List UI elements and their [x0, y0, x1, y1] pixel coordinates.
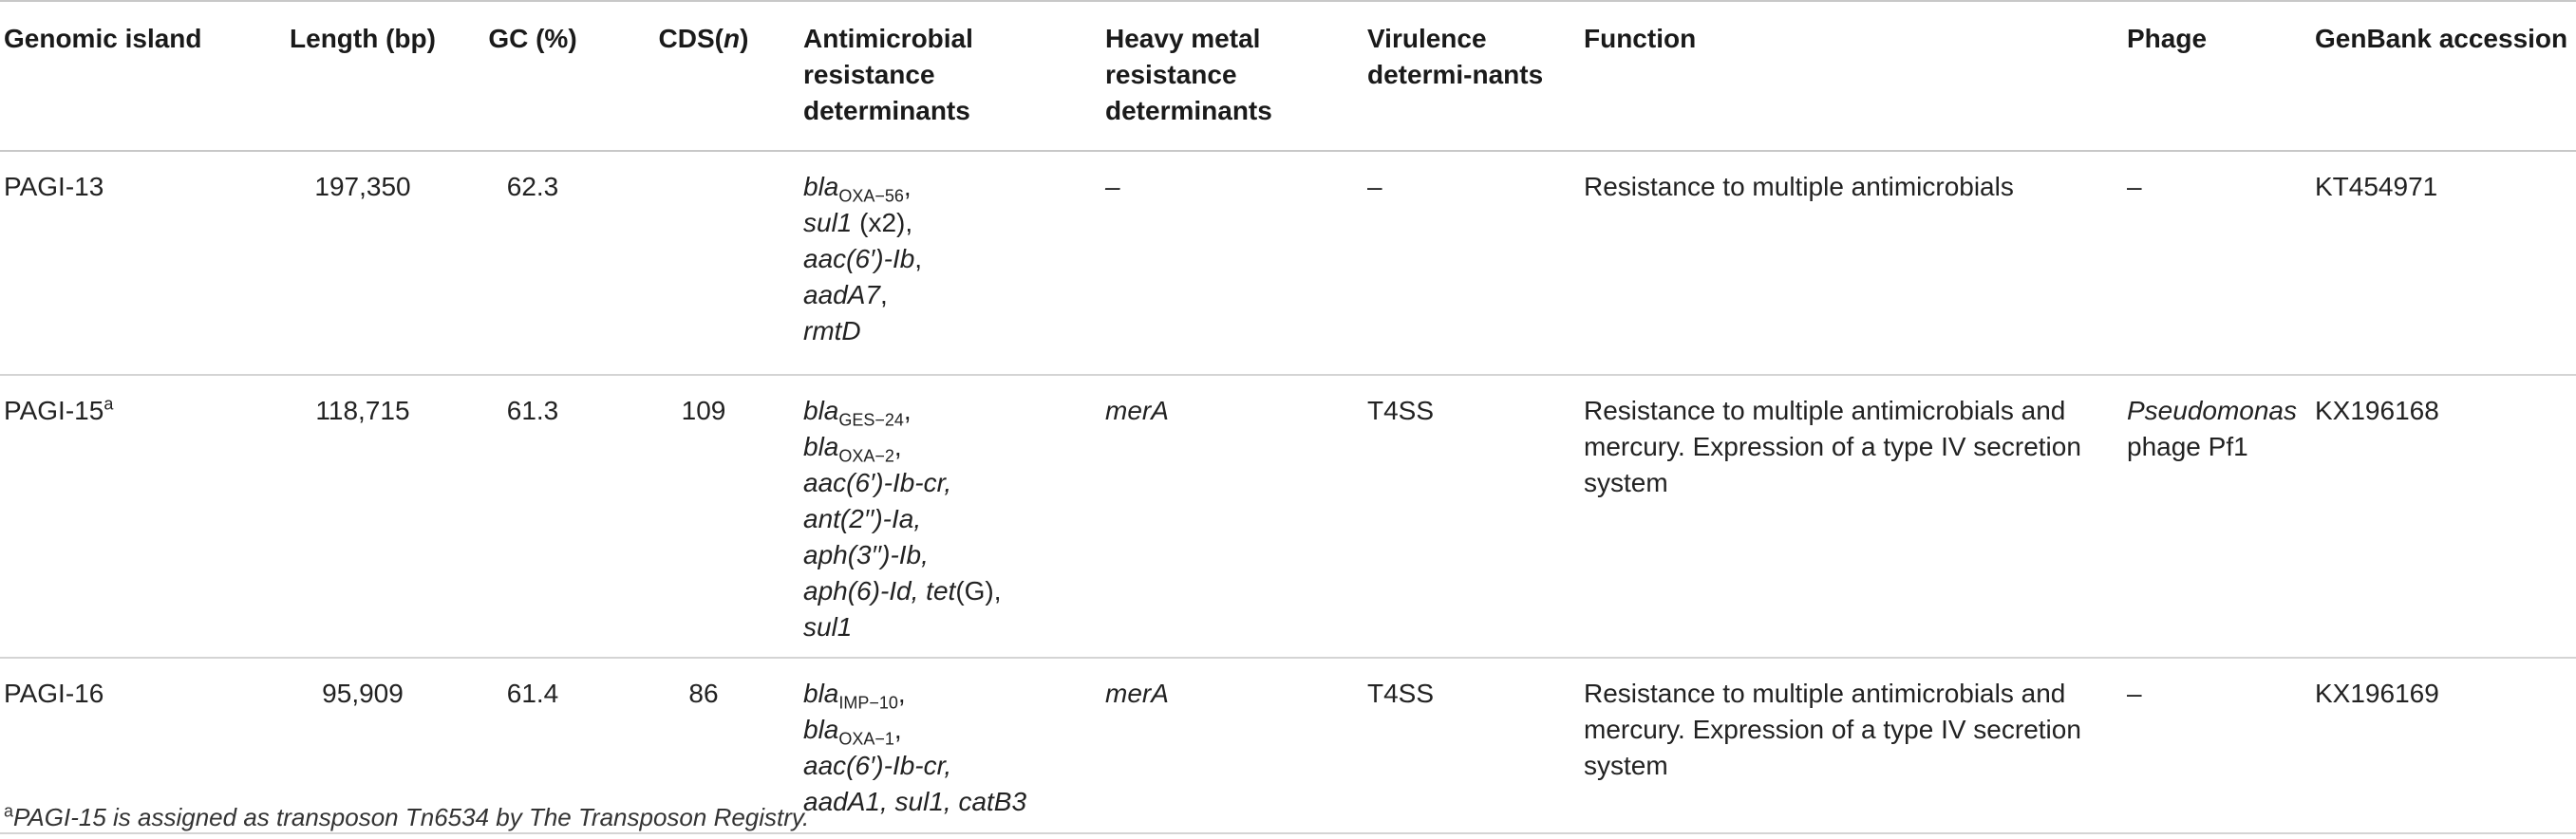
cell-genbank: KX196168: [2315, 396, 2439, 425]
cell-cds: 109: [681, 396, 726, 425]
header-heavy-metal-resistance: Heavy metal resistance determinants: [1105, 24, 1272, 125]
amr-gene-name: bla: [803, 679, 839, 708]
cell-cds: 86: [688, 679, 719, 708]
amr-gene-note: (G),: [955, 576, 1002, 606]
amr-gene-variant: OXA−56: [838, 186, 904, 206]
header-length: Length (bp): [290, 24, 436, 53]
amr-gene-name: aph(6)-Id, tet: [803, 576, 956, 606]
amr-gene-name: sul1: [803, 612, 853, 642]
cell-gc: 62.3: [506, 172, 559, 201]
amr-gene-name: bla: [803, 432, 839, 461]
amr-gene-name: bla: [803, 715, 839, 744]
amr-gene-name: bla: [803, 396, 839, 425]
cell-length: 197,350: [314, 172, 411, 201]
header-gc: GC (%): [488, 24, 577, 53]
amr-gene-note: (x2),: [852, 208, 913, 237]
cell-gc: 61.4: [506, 679, 559, 708]
cell-length: 95,909: [322, 679, 404, 708]
cell-amr: blaIMP−10,blaOXA−1,aac(6′)-Ib-cr,aadA1, …: [803, 658, 1105, 833]
amr-gene-line: aph(6)-Id, tet(G),: [803, 573, 1105, 609]
cell-genbank: KT454971: [2315, 172, 2438, 201]
header-virulence: Virulence determi-nants: [1367, 24, 1544, 89]
cell-amr: blaGES−24,blaOXA−2,aac(6′)-Ib-cr,ant(2′′…: [803, 375, 1105, 658]
amr-gene-separator: ,: [879, 280, 888, 309]
header-genbank: GenBank accession: [2315, 24, 2568, 53]
cell-heavy-metal: –: [1105, 172, 1120, 201]
cell-virulence: T4SS: [1367, 679, 1435, 708]
amr-gene-variant: OXA−2: [838, 446, 894, 466]
amr-gene-name: rmtD: [803, 316, 861, 345]
footnote-text: PAGI-15 is assigned as transposon Tn6534…: [13, 803, 810, 831]
table-body: PAGI-13 197,350 62.3 blaOXA−56,sul1 (x2)…: [0, 151, 2576, 833]
header-genomic-island: Genomic island: [4, 24, 202, 53]
cell-heavy-metal: merA: [1105, 396, 1169, 425]
cell-virulence: –: [1367, 172, 1382, 201]
amr-gene-line: aac(6′)-Ib-cr,: [803, 465, 1105, 501]
table-row: PAGI-16 95,909 61.4 86 blaIMP−10,blaOXA−…: [0, 658, 2576, 833]
amr-gene-line: aac(6′)-Ib-cr,: [803, 748, 1105, 784]
amr-gene-line: blaIMP−10,: [803, 676, 1105, 712]
amr-gene-line: aac(6′)-Ib,: [803, 241, 1105, 277]
cell-island: PAGI-15a: [4, 394, 114, 425]
cell-genbank: KX196169: [2315, 679, 2439, 708]
cell-function: Resistance to multiple antimicrobials an…: [1584, 679, 2081, 780]
amr-gene-separator: ,: [903, 396, 912, 425]
amr-gene-separator: ,: [903, 172, 912, 201]
amr-gene-line: sul1: [803, 609, 1105, 645]
amr-gene-variant: GES−24: [838, 410, 904, 430]
amr-gene-line: aadA1, sul1, catB3: [803, 784, 1105, 820]
cell-gc: 61.3: [506, 396, 559, 425]
amr-gene-separator: ,: [893, 715, 902, 744]
table-row: PAGI-15a 118,715 61.3 109 blaGES−24,blaO…: [0, 375, 2576, 658]
cell-length: 118,715: [315, 396, 410, 425]
amr-gene-variant: OXA−1: [838, 729, 894, 749]
cell-function: Resistance to multiple antimicrobials an…: [1584, 396, 2081, 497]
amr-gene-separator: ,: [893, 432, 902, 461]
amr-gene-line: blaOXA−56,: [803, 169, 1105, 205]
amr-gene-line: ant(2′′)-Ia,: [803, 501, 1105, 537]
cell-island: PAGI-13: [4, 172, 104, 201]
cell-phage: –: [2127, 172, 2142, 201]
amr-gene-line: aadA7,: [803, 277, 1105, 313]
amr-gene-name: aadA7: [803, 280, 880, 309]
cell-island: PAGI-16: [4, 679, 104, 708]
cell-amr: blaOXA−56,sul1 (x2),aac(6′)-Ib,aadA7,rmt…: [803, 151, 1105, 375]
header-phage: Phage: [2127, 24, 2208, 53]
cell-function: Resistance to multiple antimicrobials: [1584, 172, 2014, 201]
table-row: PAGI-13 197,350 62.3 blaOXA−56,sul1 (x2)…: [0, 151, 2576, 375]
amr-gene-line: sul1 (x2),: [803, 205, 1105, 241]
header-function: Function: [1584, 24, 1697, 53]
amr-gene-name: aph(3′′)-Ib,: [803, 540, 929, 569]
amr-gene-name: bla: [803, 172, 839, 201]
amr-gene-name: ant(2′′)-Ia,: [803, 504, 922, 533]
amr-gene-line: blaOXA−1,: [803, 712, 1105, 748]
table-footnote: aPAGI-15 is assigned as transposon Tn653…: [4, 801, 810, 832]
amr-gene-name: aac(6′)-Ib-cr,: [803, 751, 952, 780]
amr-gene-name: aac(6′)-Ib: [803, 244, 915, 273]
header-cds: CDS(n): [658, 24, 749, 53]
amr-gene-name: sul1: [803, 208, 853, 237]
header-antimicrobial-resistance: Antimicrobial resistance determinants: [803, 24, 973, 125]
footnote-marker: a: [4, 801, 14, 821]
amr-gene-separator: ,: [897, 679, 906, 708]
cell-cds: [604, 151, 803, 375]
amr-gene-line: rmtD: [803, 313, 1105, 349]
cell-virulence: T4SS: [1367, 396, 1435, 425]
amr-gene-name: aadA1, sul1, catB3: [803, 787, 1027, 816]
amr-gene-line: aph(3′′)-Ib,: [803, 537, 1105, 573]
amr-gene-variant: IMP−10: [838, 693, 898, 713]
amr-gene-line: blaOXA−2,: [803, 429, 1105, 465]
cell-phage: –: [2127, 679, 2142, 708]
amr-gene-separator: ,: [914, 244, 923, 273]
amr-gene-name: aac(6′)-Ib-cr,: [803, 468, 952, 497]
cell-heavy-metal: merA: [1105, 679, 1169, 708]
header-row: Genomic island Length (bp) GC (%) CDS(n)…: [0, 1, 2576, 151]
amr-gene-line: blaGES−24,: [803, 393, 1105, 429]
